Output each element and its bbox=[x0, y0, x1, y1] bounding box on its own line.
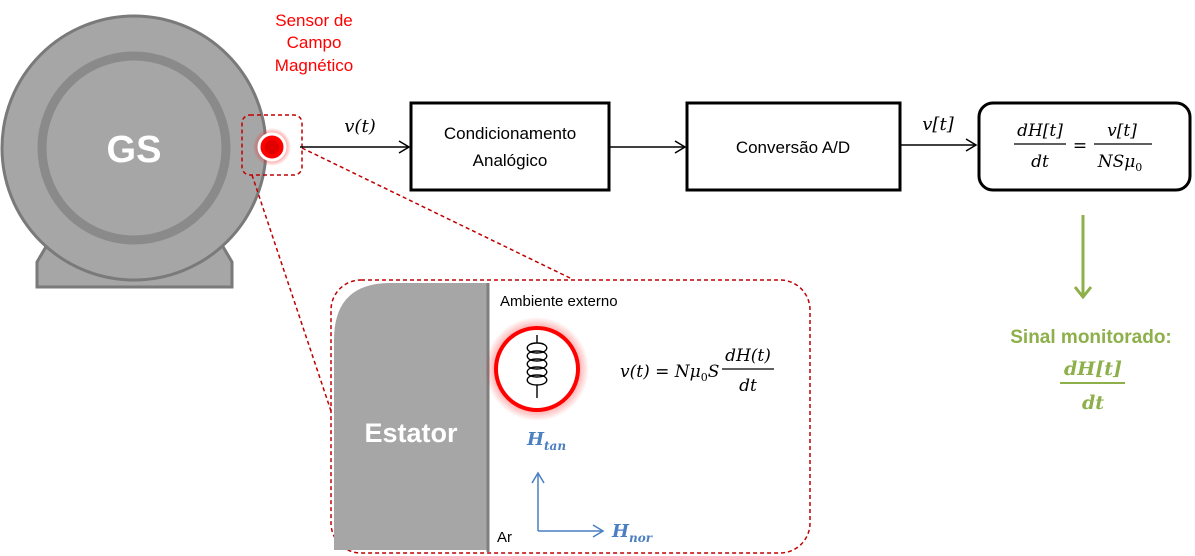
external-environment-label: Ambiente externo bbox=[500, 293, 618, 310]
h-nor-base: H bbox=[611, 521, 630, 542]
sensor-title-line-3: Magnético bbox=[275, 56, 353, 75]
conditioning-block bbox=[409, 101, 611, 192]
air-label: Ar bbox=[497, 529, 512, 546]
sensor-dot-center bbox=[265, 140, 279, 154]
arrow-conditioning-to-conversion bbox=[610, 140, 687, 154]
h-nor-sub: nor bbox=[629, 531, 654, 545]
signal-v-n: v[t] bbox=[922, 114, 954, 135]
equation-rhs-den-sub: 0 bbox=[1135, 161, 1142, 174]
equation-block bbox=[977, 101, 1192, 192]
arrow-conversion-to-equation bbox=[901, 138, 978, 152]
coil-icon bbox=[526, 335, 548, 398]
generator: GS bbox=[0, 14, 268, 289]
field-vectors bbox=[531, 471, 605, 538]
equation-rhs-den-base: NSμ bbox=[1097, 152, 1136, 172]
arrow-sensor-to-conditioning bbox=[300, 140, 411, 154]
sensor-dot bbox=[241, 114, 303, 176]
equation-lhs-denominator: dt bbox=[1031, 152, 1049, 172]
sensor-title-line-2: Campo bbox=[287, 33, 342, 52]
formula-numerator: dH(t) bbox=[725, 346, 771, 366]
output-title: Sinal monitorado: bbox=[1010, 327, 1172, 348]
signal-v-t: v(t) bbox=[344, 116, 375, 137]
conditioning-line-1: Condicionamento bbox=[444, 124, 576, 143]
coil-sensor bbox=[485, 317, 589, 421]
stator-label: Estator bbox=[364, 418, 458, 448]
formula-s: S bbox=[708, 362, 720, 382]
equation-rhs-denominator: NSμ0 bbox=[1097, 152, 1143, 174]
generator-rotor-ring bbox=[37, 51, 231, 245]
formula-denominator: dt bbox=[739, 376, 757, 396]
output-numerator: dH[t] bbox=[1064, 358, 1122, 380]
zoom-line-bottom bbox=[251, 174, 335, 421]
h-tan-base: H bbox=[526, 429, 545, 450]
formula-lhs-text: v(t) = Nμ bbox=[620, 362, 701, 382]
equation-equals: = bbox=[1073, 136, 1087, 156]
sensor-title: Sensor de Campo Magnético bbox=[275, 11, 353, 75]
faraday-formula: v(t) = Nμ0S dH(t) dt bbox=[620, 346, 774, 396]
detail-panel: Estator Ambiente externo Ar v(t) = Nμ0S … bbox=[330, 279, 811, 554]
h-nor-label: Hnor bbox=[611, 521, 654, 545]
formula-mu-sub: 0 bbox=[701, 371, 708, 384]
sensor-highlight-box bbox=[241, 114, 303, 176]
h-tan-label: Htan bbox=[526, 429, 566, 453]
output-denominator: dt bbox=[1082, 392, 1104, 414]
zoom-line-top bbox=[301, 147, 571, 279]
formula-lhs: v(t) = Nμ0S bbox=[620, 362, 719, 384]
output-arrow bbox=[1073, 215, 1093, 300]
equation-formula: dH[t] dt = v[t] NSμ0 bbox=[1014, 121, 1152, 174]
equation-rhs-numerator: v[t] bbox=[1107, 121, 1137, 141]
conversion-block bbox=[685, 101, 902, 192]
h-tan-sub: tan bbox=[544, 439, 566, 453]
generator-label: GS bbox=[107, 129, 162, 171]
sensor-title-line-1: Sensor de bbox=[275, 11, 353, 30]
conversion-label: Conversão A/D bbox=[736, 138, 850, 157]
equation-lhs-numerator: dH[t] bbox=[1017, 121, 1063, 141]
conditioning-line-2: Analógico bbox=[473, 151, 548, 170]
stator-body bbox=[334, 283, 487, 550]
